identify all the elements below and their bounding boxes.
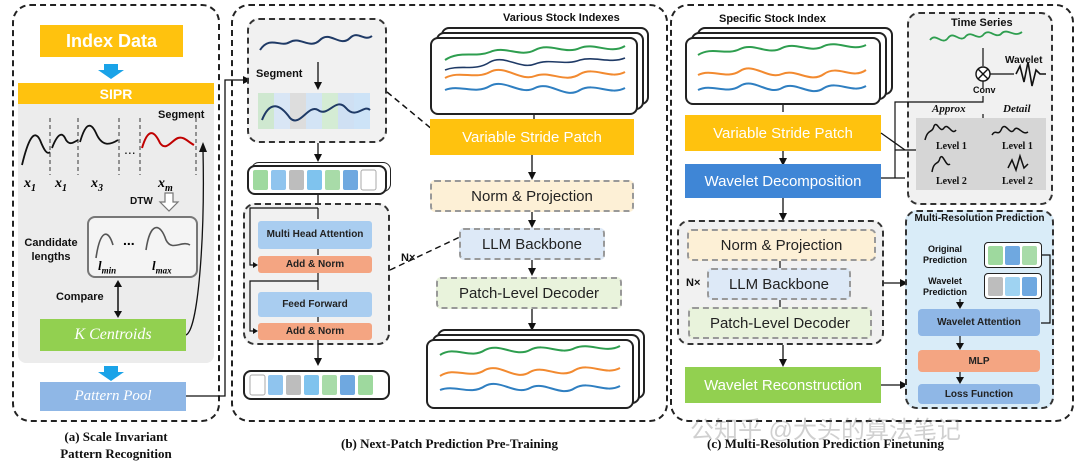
k-centroids-label: K Centroids xyxy=(74,326,152,343)
feed-forward-box: Feed Forward xyxy=(258,292,372,317)
nx-label-c: N× xyxy=(686,277,701,289)
patch-decoder-c: Patch-Level Decoder xyxy=(688,307,872,339)
l-max-label: lmax xyxy=(152,258,172,276)
pattern-pool-label: Pattern Pool xyxy=(74,388,152,404)
level2-approx: Level 2 xyxy=(936,176,967,187)
k-centroids-box: K Centroids xyxy=(40,319,186,351)
pattern-pool-box: Pattern Pool xyxy=(40,382,186,411)
candidate-lengths-label: Candidate lengths xyxy=(24,237,78,263)
level1-detail: Level 1 xyxy=(1002,141,1033,152)
original-prediction-label: Original Prediction xyxy=(922,244,967,265)
candidate-dots: ... xyxy=(123,232,135,248)
wavelet-label: Wavelet xyxy=(1005,55,1043,66)
panel-a xyxy=(12,4,220,422)
dtw-label: DTW xyxy=(130,196,153,207)
wavelet-decomposition-box: Wavelet Decomposition xyxy=(685,164,881,198)
detail-label: Detail xyxy=(1003,103,1031,115)
segment-label-a: Segment xyxy=(158,109,205,121)
watermark: 公知乎 @大头的算法笔记 xyxy=(690,417,962,444)
x-label-1: x1 xyxy=(24,176,36,194)
caption-c: (c) Multi-Resolution Prediction Finetuni… xyxy=(707,436,945,451)
add-norm-1: Add & Norm xyxy=(258,256,372,273)
dots-a: ... xyxy=(124,141,136,157)
l-min-label: lmin xyxy=(98,258,117,276)
panel-c xyxy=(670,4,1074,422)
wavelet-prediction-label: Wavelet Prediction xyxy=(922,276,967,297)
candidate-box xyxy=(87,216,198,278)
norm-projection-c: Norm & Projection xyxy=(687,229,876,261)
wavelet-reconstruction-box: Wavelet Reconstruction xyxy=(685,367,881,403)
sipr-label: SIPR xyxy=(99,85,133,102)
add-norm-2: Add & Norm xyxy=(258,323,372,340)
conv-label: Conv xyxy=(973,85,996,95)
level1-approx: Level 1 xyxy=(936,141,967,152)
multi-head-box: Multi Head Attention xyxy=(258,221,372,249)
x-label-m: xm xyxy=(158,176,173,194)
level2-detail: Level 2 xyxy=(1002,176,1033,187)
variable-stride-c: Variable Stride Patch xyxy=(685,115,881,151)
llm-backbone-b: LLM Backbone xyxy=(459,228,605,260)
nx-label-b: N× xyxy=(401,252,416,264)
specific-index-label: Specific Stock Index xyxy=(719,13,826,25)
caption-a: (a) Scale Invariant Pattern Recognition xyxy=(60,429,172,461)
index-data-label: Index Data xyxy=(65,30,158,51)
time-series-label: Time Series xyxy=(951,17,1013,29)
patch-decoder-b: Patch-Level Decoder xyxy=(436,277,622,309)
various-indexes-label: Various Stock Indexes xyxy=(503,12,620,24)
mrp-title: Multi-Resolution Prediction xyxy=(914,213,1045,224)
llm-backbone-c: LLM Backbone xyxy=(707,268,851,300)
x-label-2: x1 xyxy=(55,176,67,194)
approx-label: Approx xyxy=(932,103,966,115)
index-data-box: Index Data xyxy=(40,25,183,57)
segment-label-b: Segment xyxy=(256,68,303,80)
x-label-3: x3 xyxy=(91,176,103,194)
variable-stride-b: Variable Stride Patch xyxy=(430,119,634,155)
sipr-bar: SIPR xyxy=(18,83,214,104)
mlp-box: MLP xyxy=(918,350,1040,372)
wavelet-attention-box: Wavelet Attention xyxy=(918,309,1040,336)
panel-b xyxy=(231,4,668,422)
compare-label: Compare xyxy=(56,291,104,303)
norm-projection-b: Norm & Projection xyxy=(430,180,634,212)
loss-function-box: Loss Function xyxy=(918,384,1040,404)
caption-b: (b) Next-Patch Prediction Pre-Training xyxy=(341,436,558,451)
